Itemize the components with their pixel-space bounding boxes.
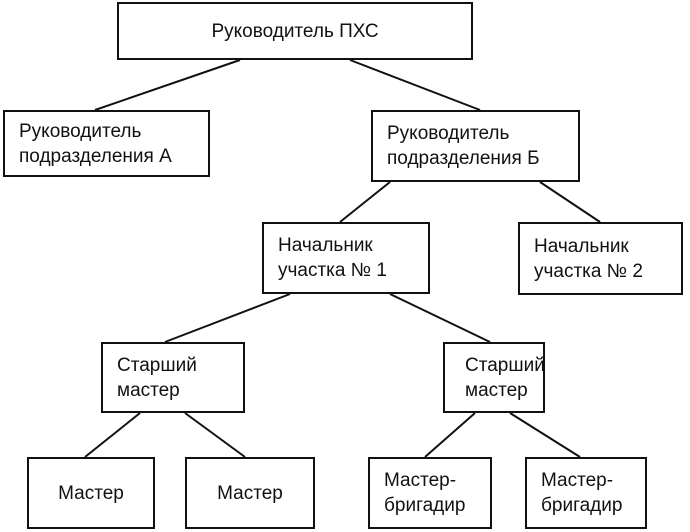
node-senior-master-1: Старший мастер <box>101 342 245 413</box>
edge-root-dept-a <box>94 59 241 111</box>
edge-root-dept-b <box>349 59 481 111</box>
node-root: Руководитель ПХС <box>117 2 473 60</box>
edge-dept-b-section-2 <box>539 181 601 223</box>
node-foreman-2: Мастер- бригадир <box>525 457 647 529</box>
edge-dept-b-section-1 <box>339 181 391 223</box>
node-section-2: Начальник участка № 2 <box>518 222 683 295</box>
node-dept-a: Руководитель подразделения А <box>3 110 210 177</box>
node-dept-b: Руководитель подразделения Б <box>371 110 580 182</box>
node-senior-master-2: Старший мастер <box>443 342 545 413</box>
node-master-2: Мастер <box>185 457 315 529</box>
node-foreman-1: Мастер- бригадир <box>368 457 492 529</box>
edge-senior-1-master-1 <box>84 412 141 458</box>
edge-senior-1-master-2 <box>184 412 246 458</box>
edge-senior-2-foreman-2 <box>509 412 581 458</box>
node-section-1: Начальник участка № 1 <box>262 222 430 294</box>
edge-senior-2-foreman-1 <box>424 412 476 458</box>
node-master-1: Мастер <box>27 457 155 529</box>
edge-section-1-senior-1 <box>164 293 291 343</box>
edge-section-1-senior-2 <box>389 293 491 343</box>
